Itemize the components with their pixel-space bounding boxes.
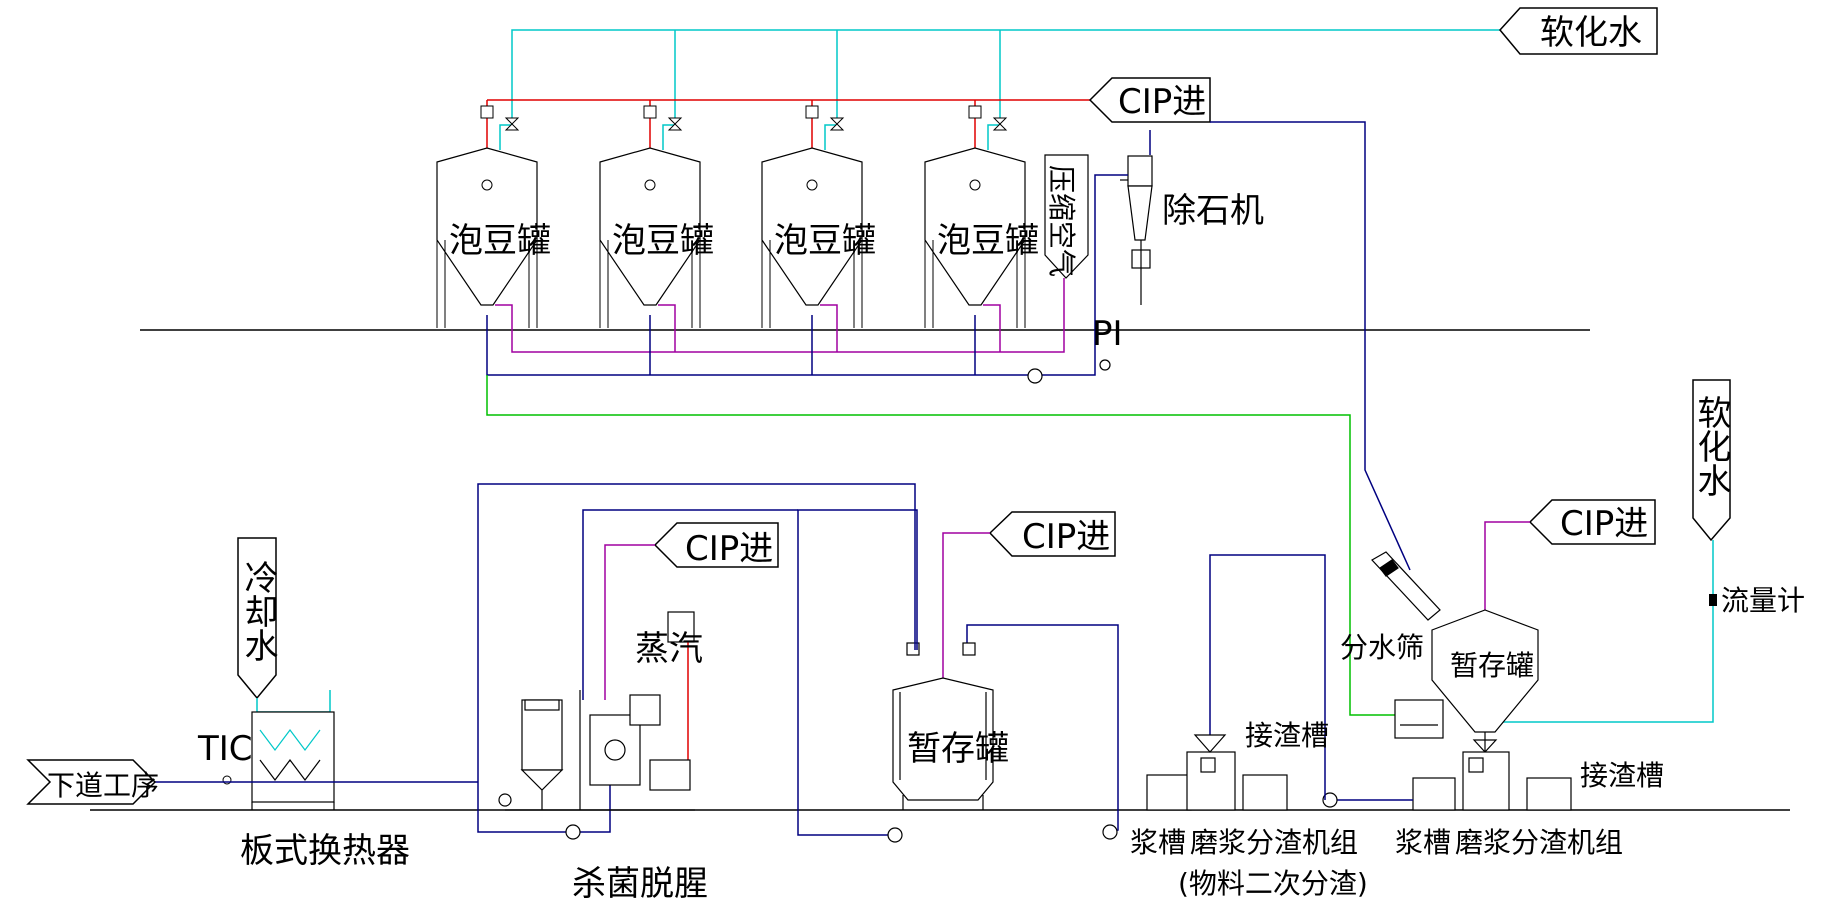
temp-tank-right bbox=[1431, 609, 1539, 753]
slag-tank-mid-label: 接渣槽 bbox=[1245, 719, 1329, 752]
navy-sterilizer-big bbox=[477, 483, 916, 780]
soak-tank: 泡豆罐 bbox=[761, 147, 876, 328]
flowmeter-label: 流量计 bbox=[1721, 584, 1805, 617]
soft-water-top-piping bbox=[499, 29, 1500, 150]
soak-tank: 泡豆罐 bbox=[436, 147, 551, 328]
pi-gauge bbox=[1099, 359, 1111, 371]
grinder-set-mid bbox=[1146, 734, 1288, 811]
navy-sterilizer-bottom bbox=[477, 780, 611, 833]
cip-tag-right: CIP进 bbox=[1528, 499, 1656, 545]
next-process-tag: 下道工序 bbox=[26, 759, 159, 805]
navy-drain-line bbox=[486, 121, 1411, 571]
soft-water-right-label: 软化水 bbox=[1691, 395, 1731, 497]
spray-ball-icon bbox=[806, 179, 818, 191]
slurry-tank-mid-label: 浆槽 bbox=[1130, 826, 1186, 859]
soak-tank-label: 泡豆罐 bbox=[449, 221, 551, 261]
cold-water-label: 冷却水 bbox=[238, 560, 278, 662]
soft-water-tag-right: 软化水 bbox=[1691, 379, 1731, 542]
cip-mid-label: CIP进 bbox=[1022, 517, 1110, 557]
temp-tank-mid bbox=[892, 642, 994, 810]
soak-tank-label: 泡豆罐 bbox=[937, 221, 1039, 261]
tic-sensor bbox=[222, 775, 232, 785]
slag-tank-right-label: 接渣槽 bbox=[1580, 759, 1664, 792]
sterilize-label: 杀菌脱腥 bbox=[572, 864, 708, 904]
soak-tanks: 泡豆罐 泡豆罐 泡豆罐 泡豆罐 bbox=[436, 147, 1039, 328]
soak-tank: 泡豆罐 bbox=[599, 147, 714, 328]
soak-tank-label: 泡豆罐 bbox=[774, 221, 876, 261]
compressed-air-label: 压缩空气 bbox=[1045, 165, 1078, 277]
flowmeter-symbol bbox=[1709, 594, 1717, 606]
tic-label: TIC bbox=[197, 729, 253, 769]
cip-mid-line bbox=[942, 532, 990, 680]
slurry-tank-right-label: 浆槽 bbox=[1395, 826, 1451, 859]
cip-tag-mid: CIP进 bbox=[988, 511, 1116, 557]
next-process-label: 下道工序 bbox=[47, 769, 159, 802]
soft-water-top-label: 软化水 bbox=[1540, 13, 1642, 53]
temp-tank-right-label: 暂存罐 bbox=[1450, 649, 1534, 682]
plate-heat-exchanger bbox=[251, 711, 335, 810]
steam-label: 蒸汽 bbox=[635, 629, 703, 669]
spray-ball-icon bbox=[644, 179, 656, 191]
cold-water-tag: 冷却水 bbox=[237, 537, 278, 700]
navy-sterilizer-inner bbox=[582, 509, 798, 700]
compressed-air-filter: 压缩空气 bbox=[1044, 154, 1089, 279]
soft-water-tag-top: 软化水 bbox=[1499, 7, 1658, 55]
pump-mid-right bbox=[1322, 792, 1338, 808]
pump-sterilizer bbox=[565, 824, 581, 840]
cip-right-line bbox=[1484, 521, 1530, 610]
cip-top-label: CIP进 bbox=[1118, 82, 1206, 122]
top-valves bbox=[480, 105, 1008, 131]
spray-ball-icon bbox=[481, 179, 493, 191]
plate-heat-exchanger-label: 板式换热器 bbox=[240, 831, 410, 871]
pi-label: PI bbox=[1092, 314, 1123, 354]
temp-tank-mid-label: 暂存罐 bbox=[907, 729, 1009, 769]
grinder-mid-note: (物料二次分渣) bbox=[1178, 867, 1368, 900]
purple-under-loop bbox=[495, 278, 1065, 353]
cip-left-line bbox=[604, 544, 655, 700]
water-screen bbox=[1371, 551, 1444, 739]
grinder-set-right bbox=[1412, 740, 1572, 811]
steam-box bbox=[667, 611, 695, 643]
pump-sterilizer-out bbox=[887, 827, 903, 843]
cip-tag-top: CIP进 bbox=[1088, 77, 1211, 123]
green-line bbox=[486, 375, 1400, 716]
pump-mid-left bbox=[1102, 824, 1118, 840]
cold-water-line bbox=[256, 690, 331, 713]
soak-tank: 泡豆罐 bbox=[924, 147, 1039, 328]
stone-remover bbox=[1120, 155, 1153, 305]
sterilizer-equipment bbox=[498, 690, 695, 811]
grinder-right-label: 磨浆分渣机组 bbox=[1455, 826, 1623, 859]
cip-left-label: CIP进 bbox=[685, 529, 773, 569]
cip-tag-left: CIP进 bbox=[653, 522, 779, 569]
grinder-mid-label: 磨浆分渣机组 bbox=[1190, 826, 1358, 859]
soak-tank-label: 泡豆罐 bbox=[612, 221, 714, 261]
pump-top bbox=[1027, 368, 1043, 384]
water-screen-label: 分水筛 bbox=[1340, 631, 1424, 664]
cip-right-label: CIP进 bbox=[1560, 504, 1648, 544]
spray-ball-icon bbox=[969, 179, 981, 191]
stone-remover-label: 除石机 bbox=[1162, 191, 1264, 231]
navy-mid-loop bbox=[1209, 554, 1326, 800]
